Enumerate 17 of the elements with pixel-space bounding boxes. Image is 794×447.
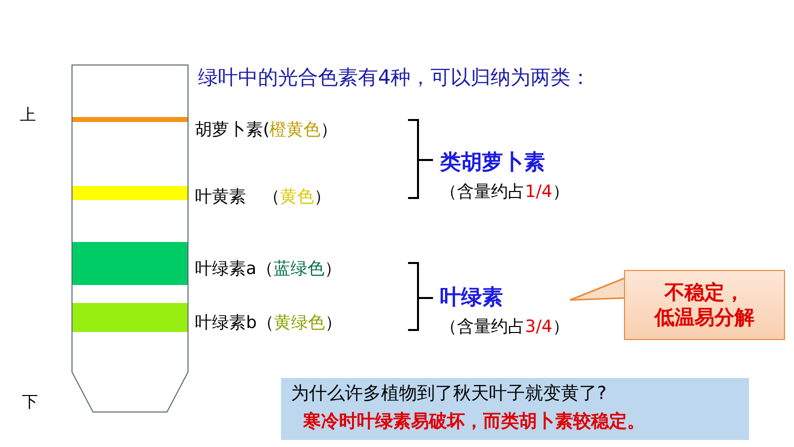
callout-text: 不稳定，低温易分解 bbox=[653, 280, 756, 330]
pigment-label: 胡萝卜素(橙黄色） bbox=[195, 119, 338, 141]
direction-label: 上 bbox=[20, 105, 36, 126]
pigment-label: 叶黄素 （黄色） bbox=[195, 186, 331, 208]
content-note: （含量约占1/4） bbox=[440, 181, 570, 203]
direction-label: 下 bbox=[22, 392, 38, 413]
callout-pointer bbox=[569, 277, 626, 301]
group-name: 叶绿素 bbox=[440, 284, 503, 311]
pigment-label: 叶绿素a（蓝绿色） bbox=[195, 258, 342, 280]
content-note: （含量约占3/4） bbox=[440, 316, 570, 338]
question-text: 为什么许多植物到了秋天叶子就变黄了? bbox=[291, 382, 607, 405]
heading: 绿叶中的光合色素有4种，可以归纳为两类： bbox=[198, 64, 591, 91]
answer-text: 寒冷时叶绿素易破坏，而类胡卜素较稳定。 bbox=[303, 410, 645, 433]
question-panel bbox=[281, 378, 749, 440]
pigment-label: 叶绿素b（黄绿色） bbox=[195, 312, 342, 334]
group-name: 类胡萝卜素 bbox=[440, 149, 545, 176]
callout-box bbox=[624, 270, 785, 340]
